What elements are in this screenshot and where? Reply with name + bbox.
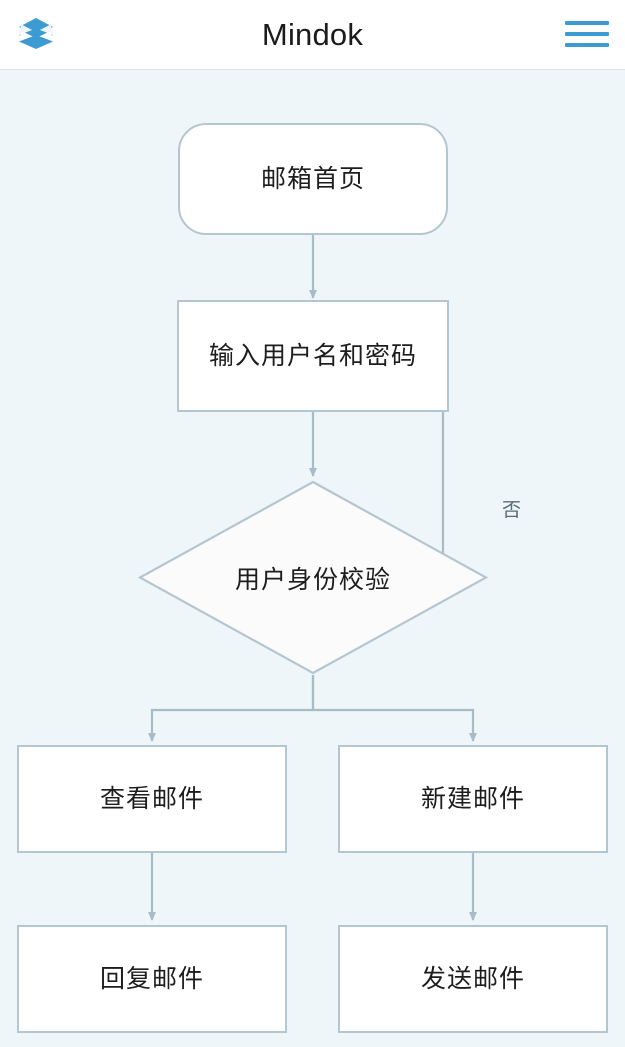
layers-icon[interactable] [14, 12, 58, 56]
node-send-mail[interactable]: 发送邮件 [338, 925, 608, 1033]
node-reply-mail[interactable]: 回复邮件 [17, 925, 287, 1033]
menu-bar-1 [565, 21, 609, 25]
node-view-mail-label: 查看邮件 [99, 784, 204, 813]
menu-bar-2 [565, 32, 609, 36]
node-reply-mail-label: 回复邮件 [99, 964, 204, 993]
node-enter-credentials[interactable]: 输入用户名和密码 [177, 300, 449, 412]
node-verify-identity-label: 用户身份校验 [234, 565, 391, 594]
menu-bar-3 [565, 43, 609, 47]
edge-verify-to-new-mail [311, 675, 477, 742]
edge-verify-to-view-mail [148, 675, 315, 742]
node-enter-credentials-label: 输入用户名和密码 [208, 341, 417, 370]
app-header: Mindok [0, 0, 625, 70]
node-mailbox-home[interactable]: 邮箱首页 [178, 123, 448, 235]
node-mailbox-home-label: 邮箱首页 [260, 164, 365, 193]
hamburger-menu-icon[interactable] [565, 13, 611, 55]
node-send-mail-label: 发送邮件 [420, 964, 525, 993]
node-view-mail[interactable]: 查看邮件 [17, 745, 287, 853]
flowchart-canvas[interactable]: 邮箱首页 输入用户名和密码 用户身份校验 否 查看邮件 新建邮件 回复邮件 [0, 70, 625, 1047]
edge-label-no: 否 [502, 500, 522, 521]
node-verify-identity[interactable]: 用户身份校验 [137, 480, 489, 675]
node-new-mail[interactable]: 新建邮件 [338, 745, 608, 853]
node-new-mail-label: 新建邮件 [420, 784, 525, 813]
diamond-shape [137, 480, 489, 675]
page-title: Mindok [261, 17, 364, 52]
